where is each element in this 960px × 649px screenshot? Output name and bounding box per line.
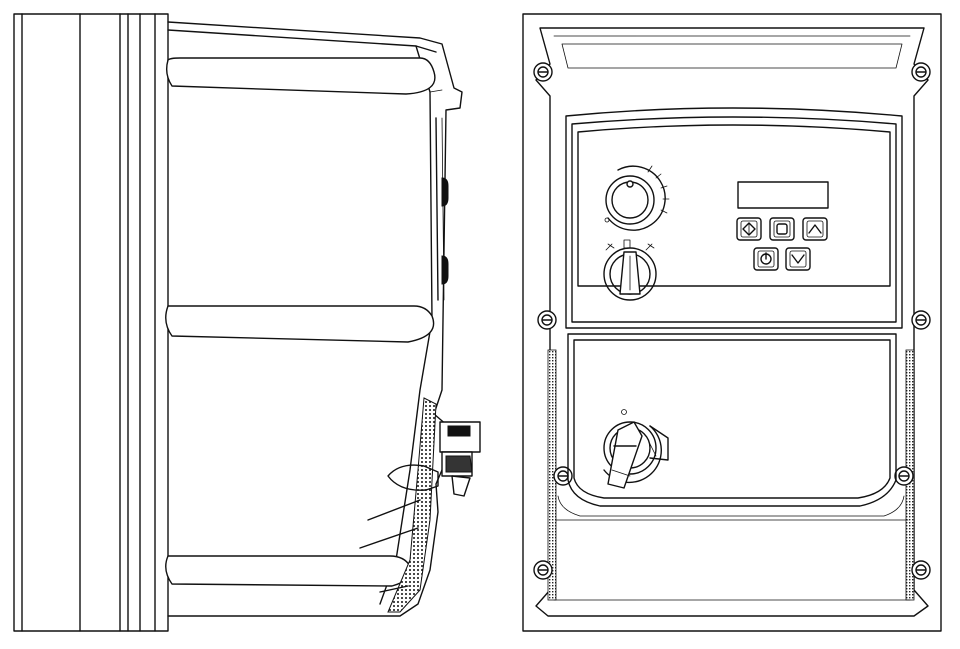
keypad [736,217,828,271]
screw-icon [537,310,557,330]
screw-icon [911,560,931,580]
direction-selector [603,239,657,301]
front-view [522,13,942,632]
screw-icon [533,62,553,82]
screw-icon [553,466,573,486]
start-icon[interactable] [736,217,762,241]
control-panel [565,107,903,329]
screw-icon [894,466,914,486]
mounting-plate [13,13,169,632]
stop-icon[interactable] [769,217,795,241]
side-vent-mesh [359,397,437,613]
screw-icon [911,62,931,82]
isolator-switch[interactable] [603,409,669,489]
up-arrow-icon[interactable] [802,217,828,241]
lower-cover [553,333,911,601]
enclosure-ribs [165,57,436,587]
cover-screws [533,62,931,580]
side-view [13,13,481,632]
down-arrow-icon[interactable] [785,247,811,271]
speed-potentiometer [604,165,670,231]
front-outer-frame [522,13,942,632]
side-isolator-switch [387,421,481,497]
screw-icon [911,310,931,330]
lcd-display [737,181,829,209]
reset-icon[interactable] [753,247,779,271]
screw-icon [533,560,553,580]
